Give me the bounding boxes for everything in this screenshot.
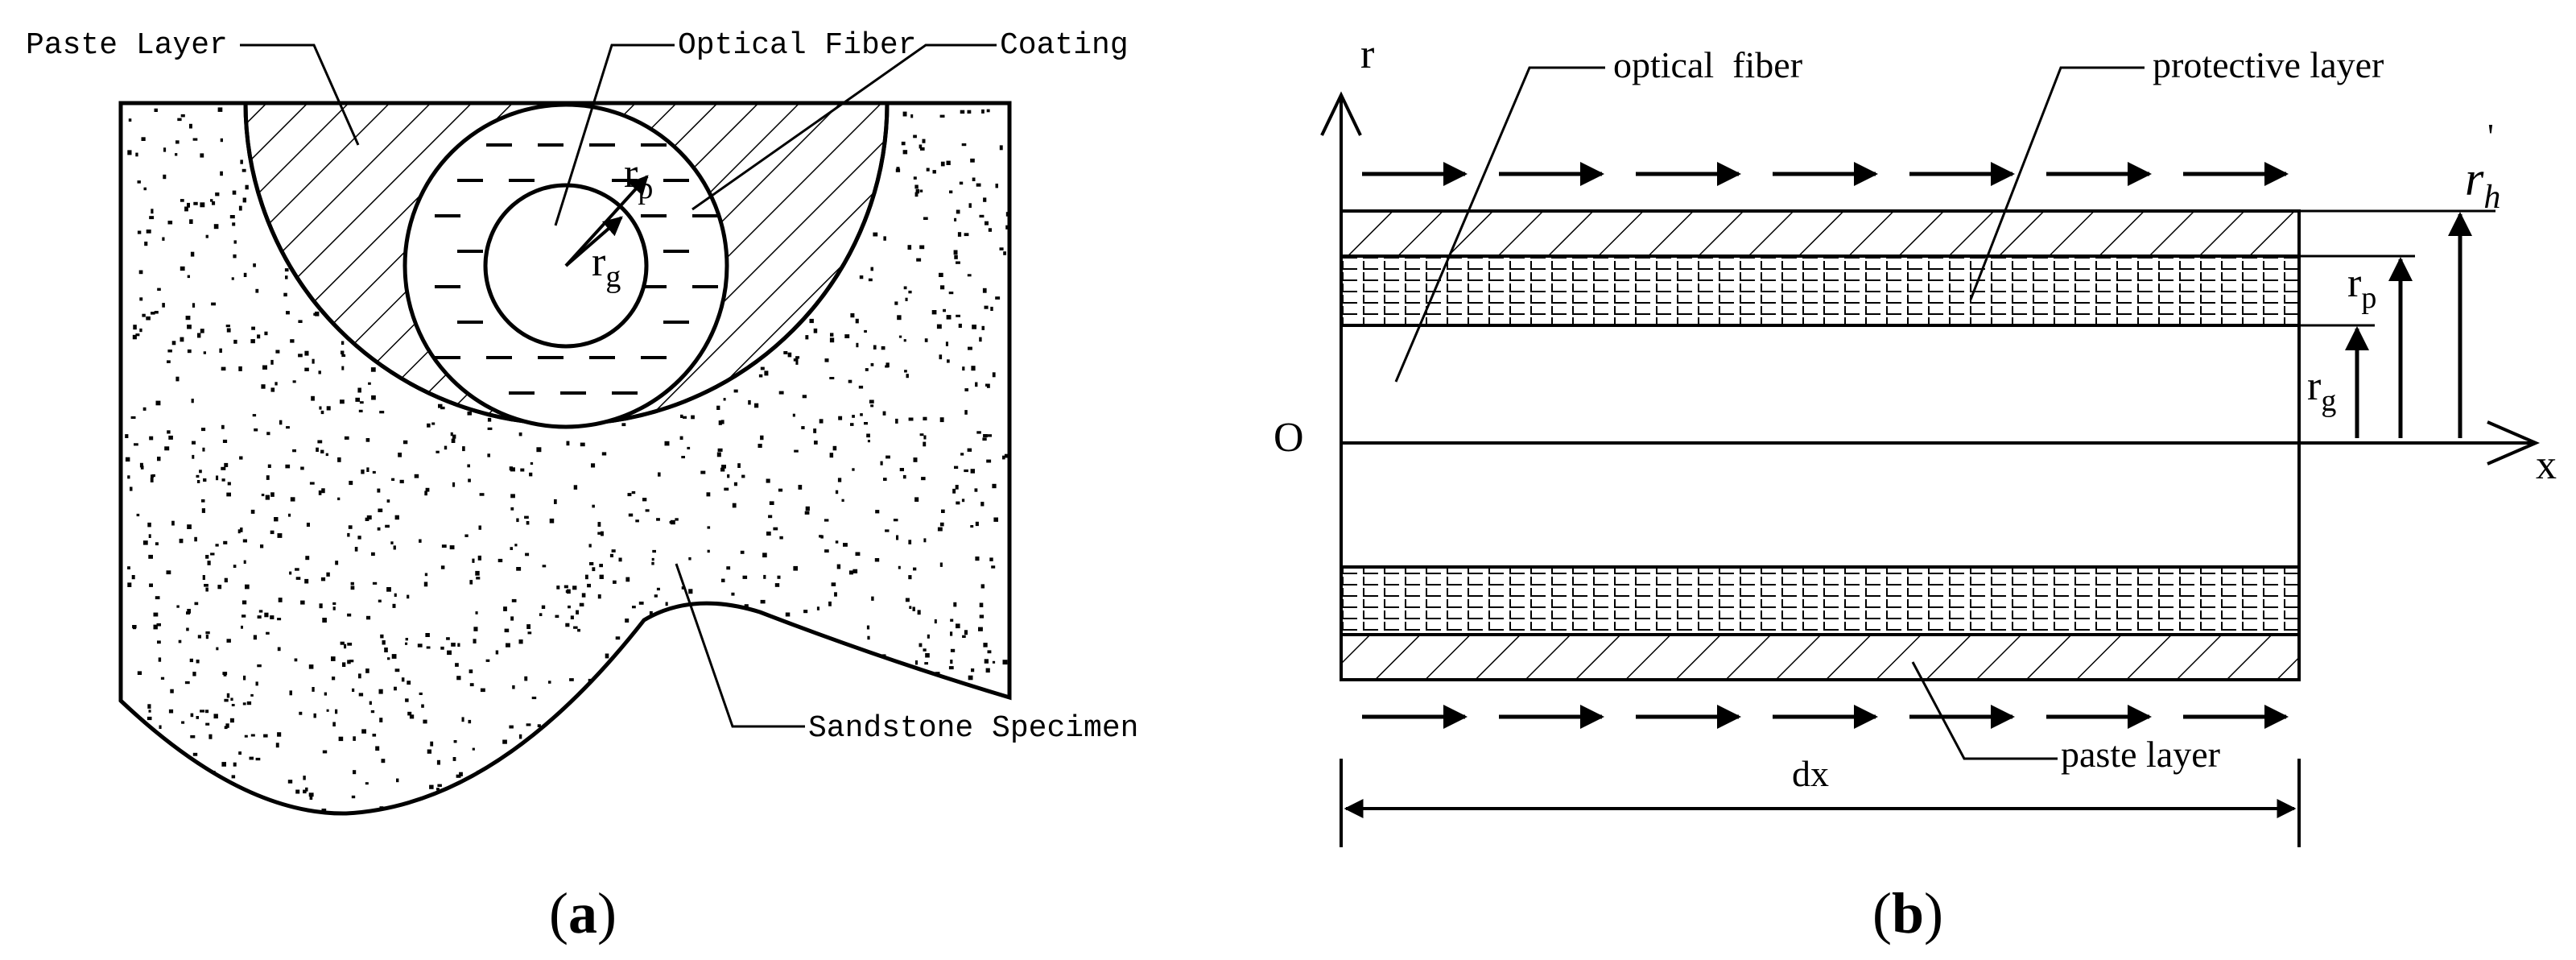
paste-layer-label-a: Paste Layer	[26, 28, 228, 63]
paste-layer-leader	[240, 43, 360, 146]
rp-symbol-a: rp	[624, 151, 653, 205]
x-axis-label: x	[2536, 442, 2557, 488]
bottom-protective-layer	[1340, 565, 2301, 636]
optical-fiber-leader-b	[1394, 66, 1605, 383]
bottom-paste-layer	[1340, 633, 2301, 681]
sandstone-leader	[675, 563, 805, 728]
optical-fiber-body	[1340, 209, 2301, 681]
optical-fiber-label-a: Optical Fiber	[678, 28, 916, 63]
panel-a-cross-section: rp rg Paste Layer Optical Fiber Coating …	[26, 28, 1138, 946]
rg-symbol-a: rg	[592, 239, 621, 294]
x-axis-arrowhead	[2487, 420, 2541, 466]
rh-prime: '	[2487, 117, 2494, 156]
protective-layer-label: protective layer	[2153, 44, 2384, 85]
paste-layer-label-b: paste layer	[2061, 734, 2220, 775]
coating-leader	[691, 43, 997, 211]
caption-b: (b)	[1872, 881, 1943, 946]
sandstone-specimen-label: Sandstone Specimen	[808, 711, 1138, 746]
top-protective-layer	[1340, 254, 2301, 327]
paste-layer-leader-b	[1911, 661, 2058, 760]
flow-arrows	[1362, 162, 2289, 729]
dx-label: dx	[1792, 753, 1829, 794]
optical-fiber-leader-a	[554, 43, 675, 226]
rh-symbol: rh	[2465, 152, 2500, 216]
rg-symbol-b: rg	[2307, 363, 2336, 418]
rp-symbol-b: rp	[2347, 260, 2376, 315]
r-axis-label: r	[1360, 31, 1374, 77]
rg-radius-arrow	[564, 216, 623, 267]
caption-a: (a)	[549, 881, 617, 946]
panel-b-longitudinal-section: r x O rh ' rp rg optical fiber prot	[1274, 31, 2557, 946]
protective-layer-leader	[1969, 66, 2145, 300]
optical-fiber-label-b: optical fiber	[1613, 44, 1802, 85]
coating-label: Coating	[1000, 28, 1129, 63]
origin-label: O	[1274, 415, 1304, 461]
top-paste-layer	[1340, 209, 2301, 258]
r-axis-arrowhead	[1320, 91, 1362, 136]
